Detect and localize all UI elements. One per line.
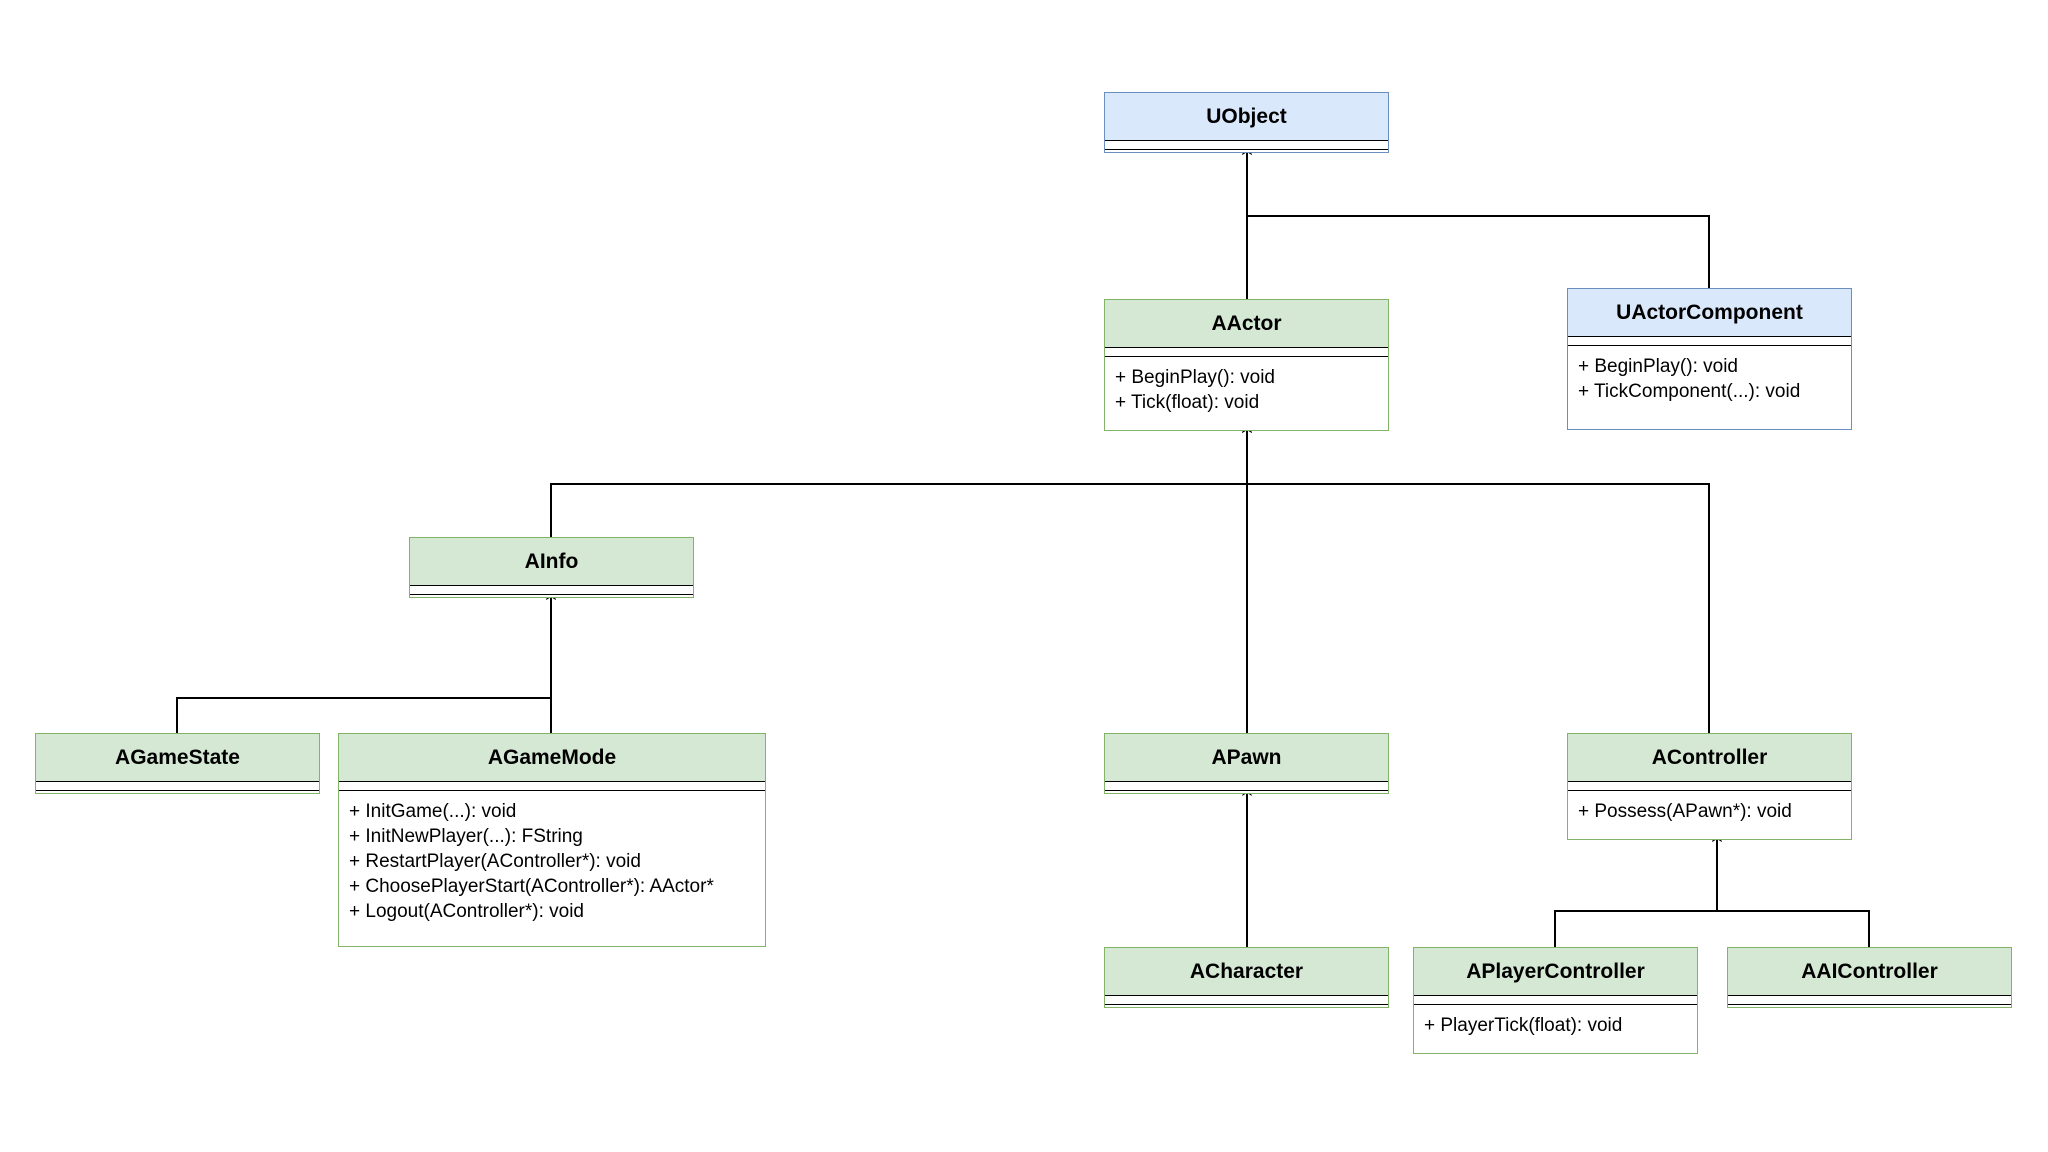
class-name: AActor (1105, 300, 1388, 348)
class-aai-controller[interactable]: AAIController (1727, 947, 2012, 1008)
class-operation: + BeginPlay(): void (1115, 367, 1275, 388)
class-attributes-section (1414, 996, 1697, 1005)
class-operation: + RestartPlayer(AController*): void (349, 851, 641, 872)
class-name: AController (1568, 734, 1851, 782)
class-u-actor-component[interactable]: UActorComponent + BeginPlay(): void + Tick… (1567, 288, 1852, 430)
class-attributes-section (1105, 782, 1388, 791)
class-operations-section: + InitGame(...): void + InitNewPlayer(...… (339, 791, 765, 928)
class-u-object[interactable]: UObject (1104, 92, 1389, 153)
class-a-controller[interactable]: AController + Possess(APawn*): void (1567, 733, 1852, 840)
class-name: AAIController (1728, 948, 2011, 996)
class-name: AGameState (36, 734, 319, 782)
class-operation: + BeginPlay(): void (1578, 356, 1738, 377)
class-attributes-section (1105, 141, 1388, 150)
class-attributes-section (1105, 348, 1388, 357)
class-name: APlayerController (1414, 948, 1697, 996)
class-operations-section: + BeginPlay(): void + TickComponent(...):… (1568, 346, 1851, 408)
inheritance-arrow-a-game-state-to-a-info (176, 588, 556, 733)
class-attributes-section (339, 782, 765, 791)
class-a-info[interactable]: AInfo (409, 537, 694, 598)
class-a-pawn[interactable]: APawn (1104, 733, 1389, 794)
class-operation: + InitGame(...): void (349, 801, 517, 822)
class-attributes-section (1568, 782, 1851, 791)
class-operation: + TickComponent(...): void (1578, 381, 1801, 402)
inheritance-arrow-a-player-controller-to-a-controller (1554, 830, 1722, 947)
class-a-actor[interactable]: AActor + BeginPlay(): void + Tick(float): … (1104, 299, 1389, 431)
class-name: UObject (1105, 93, 1388, 141)
class-operation: + PlayerTick(float): void (1424, 1015, 1623, 1036)
class-attributes-section (410, 586, 693, 595)
class-operations-section: + Possess(APawn*): void (1568, 791, 1851, 828)
class-operation: + Tick(float): void (1115, 392, 1260, 413)
class-operation: + ChoosePlayerStart(AController*): AActo… (349, 876, 714, 897)
class-operation: + Possess(APawn*): void (1578, 801, 1792, 822)
class-operation: + InitNewPlayer(...): FString (349, 826, 583, 847)
class-name: UActorComponent (1568, 289, 1851, 337)
class-attributes-section (1728, 996, 2011, 1005)
class-attributes-section (1105, 996, 1388, 1005)
class-a-player-controller[interactable]: APlayerController + PlayerTick(float): vo… (1413, 947, 1698, 1054)
class-a-character[interactable]: ACharacter (1104, 947, 1389, 1008)
class-operations-section: + BeginPlay(): void + Tick(float): void (1105, 357, 1388, 419)
class-name: AGameMode (339, 734, 765, 782)
class-attributes-section (1568, 337, 1851, 346)
class-operations-section: + PlayerTick(float): void (1414, 1005, 1697, 1042)
class-name: AInfo (410, 538, 693, 586)
class-name: ACharacter (1105, 948, 1388, 996)
inheritance-arrow-a-controller-to-a-actor (1242, 421, 1710, 733)
class-a-game-mode[interactable]: AGameMode + InitGame(...): void + InitNewP… (338, 733, 766, 947)
class-attributes-section (36, 782, 319, 791)
inheritance-arrow-aai-controller-to-a-controller (1712, 830, 1870, 947)
inheritance-arrow-a-info-to-a-actor (550, 421, 1252, 537)
class-name: APawn (1105, 734, 1388, 782)
inheritance-arrow-u-actor-component-to-u-object (1242, 143, 1710, 288)
class-a-game-state[interactable]: AGameState (35, 733, 320, 794)
class-operation: + Logout(AController*): void (349, 901, 584, 922)
